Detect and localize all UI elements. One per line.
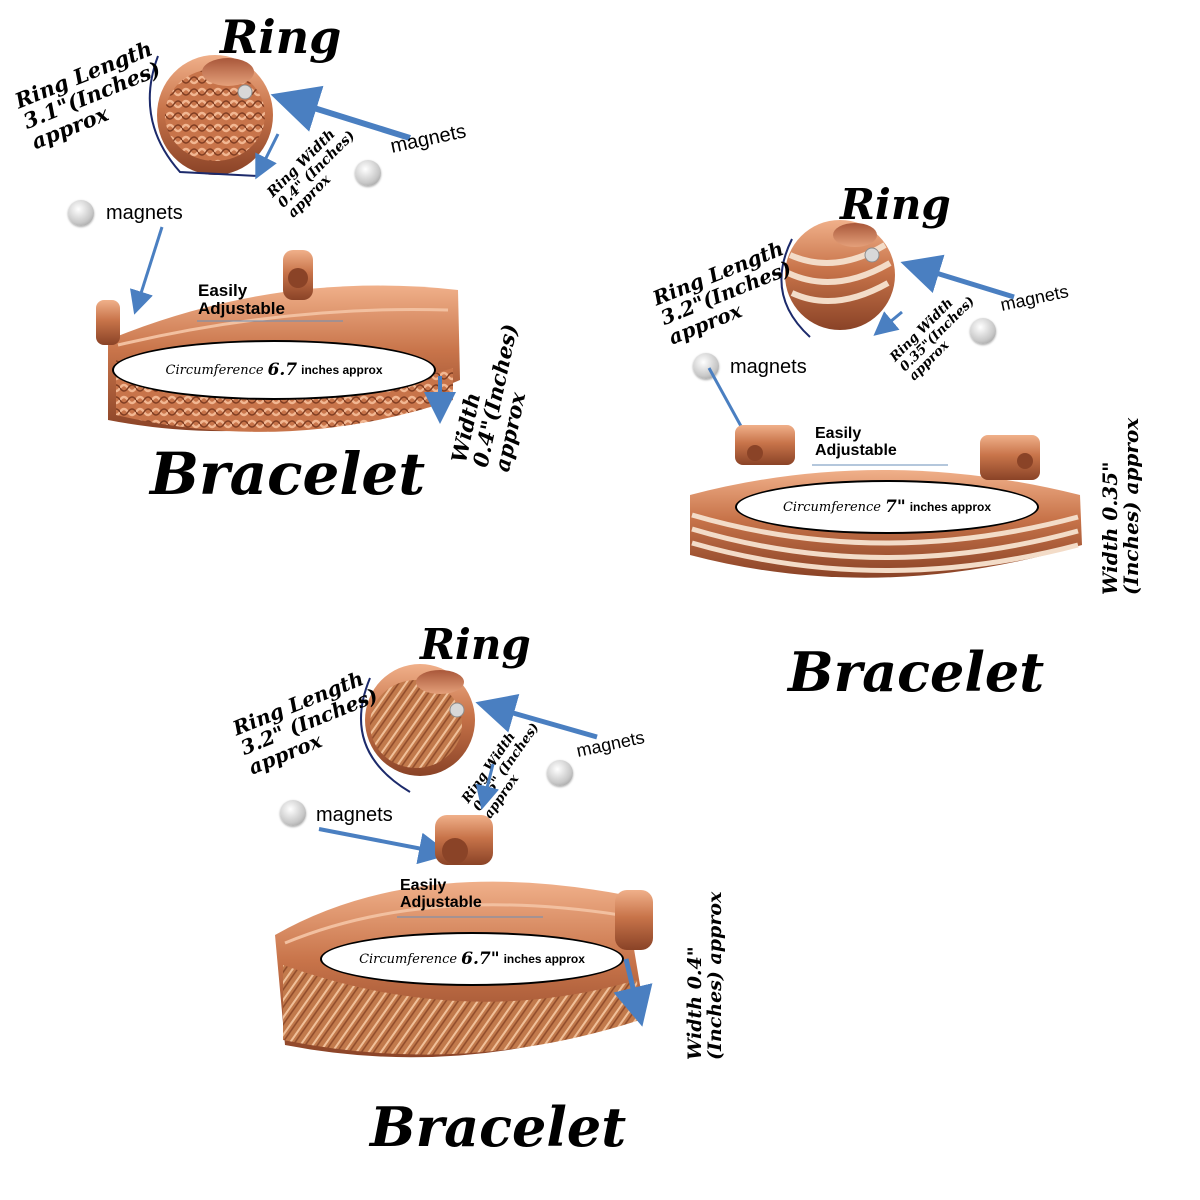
magnets-label-bracelet: magnets bbox=[730, 356, 807, 378]
ring-title: Ring bbox=[220, 10, 342, 64]
adjustable-arrow bbox=[197, 320, 343, 322]
easily-adjustable-label: Easily Adjustable bbox=[815, 425, 897, 459]
ring-width-arrow bbox=[255, 133, 280, 180]
bracelet-magnet-arrow bbox=[318, 827, 451, 865]
product-set-1: Ring Ring Length 3.1"(Inches) approx Rin… bbox=[0, 0, 600, 520]
ring-width-arrow bbox=[475, 763, 500, 810]
magnet-icon bbox=[693, 353, 719, 379]
product-set-2: Ring Ring Length 3.2"(Inches) approx Rin… bbox=[620, 170, 1180, 730]
circumference-label: Circumference 6.7 inches approx bbox=[112, 340, 436, 400]
bracelet-magnet-arrow bbox=[130, 226, 164, 315]
ring-magnet-arrow bbox=[475, 694, 598, 740]
magnet-icon bbox=[280, 800, 306, 826]
ring-length-bracket bbox=[148, 55, 259, 177]
bracelet-width-note: Width 0.4" (Inches) approx bbox=[684, 891, 726, 1060]
adjustable-arrow bbox=[397, 916, 543, 918]
bracelet-title: Bracelet bbox=[150, 440, 426, 508]
magnet-icon bbox=[970, 318, 996, 344]
circumference-label: Circumference 7" inches approx bbox=[735, 480, 1039, 534]
width-arrow bbox=[424, 376, 456, 424]
bracelet-width-note: Width 0.35" (Inches) approx bbox=[1098, 417, 1143, 595]
bracelet-title: Bracelet bbox=[370, 1095, 627, 1159]
magnet-icon bbox=[68, 200, 94, 226]
magnet-icon bbox=[355, 160, 381, 186]
easily-adjustable-label: Easily Adjustable bbox=[198, 281, 285, 318]
ring-title: Ring bbox=[840, 180, 951, 229]
ring-length-bracket bbox=[780, 238, 811, 338]
adjustable-arrow bbox=[812, 464, 948, 466]
ring-magnet-arrow bbox=[270, 85, 411, 141]
circumference-label: Circumference 6.7" inches approx bbox=[320, 932, 624, 986]
ring-length-bracket bbox=[360, 677, 411, 793]
ring-width-arrow bbox=[873, 310, 903, 336]
bracelet-title: Bracelet bbox=[788, 640, 1045, 704]
magnets-label-bracelet: magnets bbox=[106, 202, 183, 224]
ring-title: Ring bbox=[420, 620, 531, 669]
product-set-3: Ring Ring Length 3.2" (Inches) approx Ri… bbox=[220, 620, 780, 1180]
copper-ring-braided bbox=[157, 55, 273, 175]
ring-magnet-arrow bbox=[900, 254, 1015, 300]
magnets-label-bracelet: magnets bbox=[316, 804, 393, 826]
magnet-icon bbox=[547, 760, 573, 786]
copper-ring-striped bbox=[785, 220, 895, 330]
width-arrow bbox=[613, 958, 653, 1027]
easily-adjustable-label: Easily Adjustable bbox=[400, 877, 482, 911]
copper-ring-rope bbox=[365, 664, 475, 776]
